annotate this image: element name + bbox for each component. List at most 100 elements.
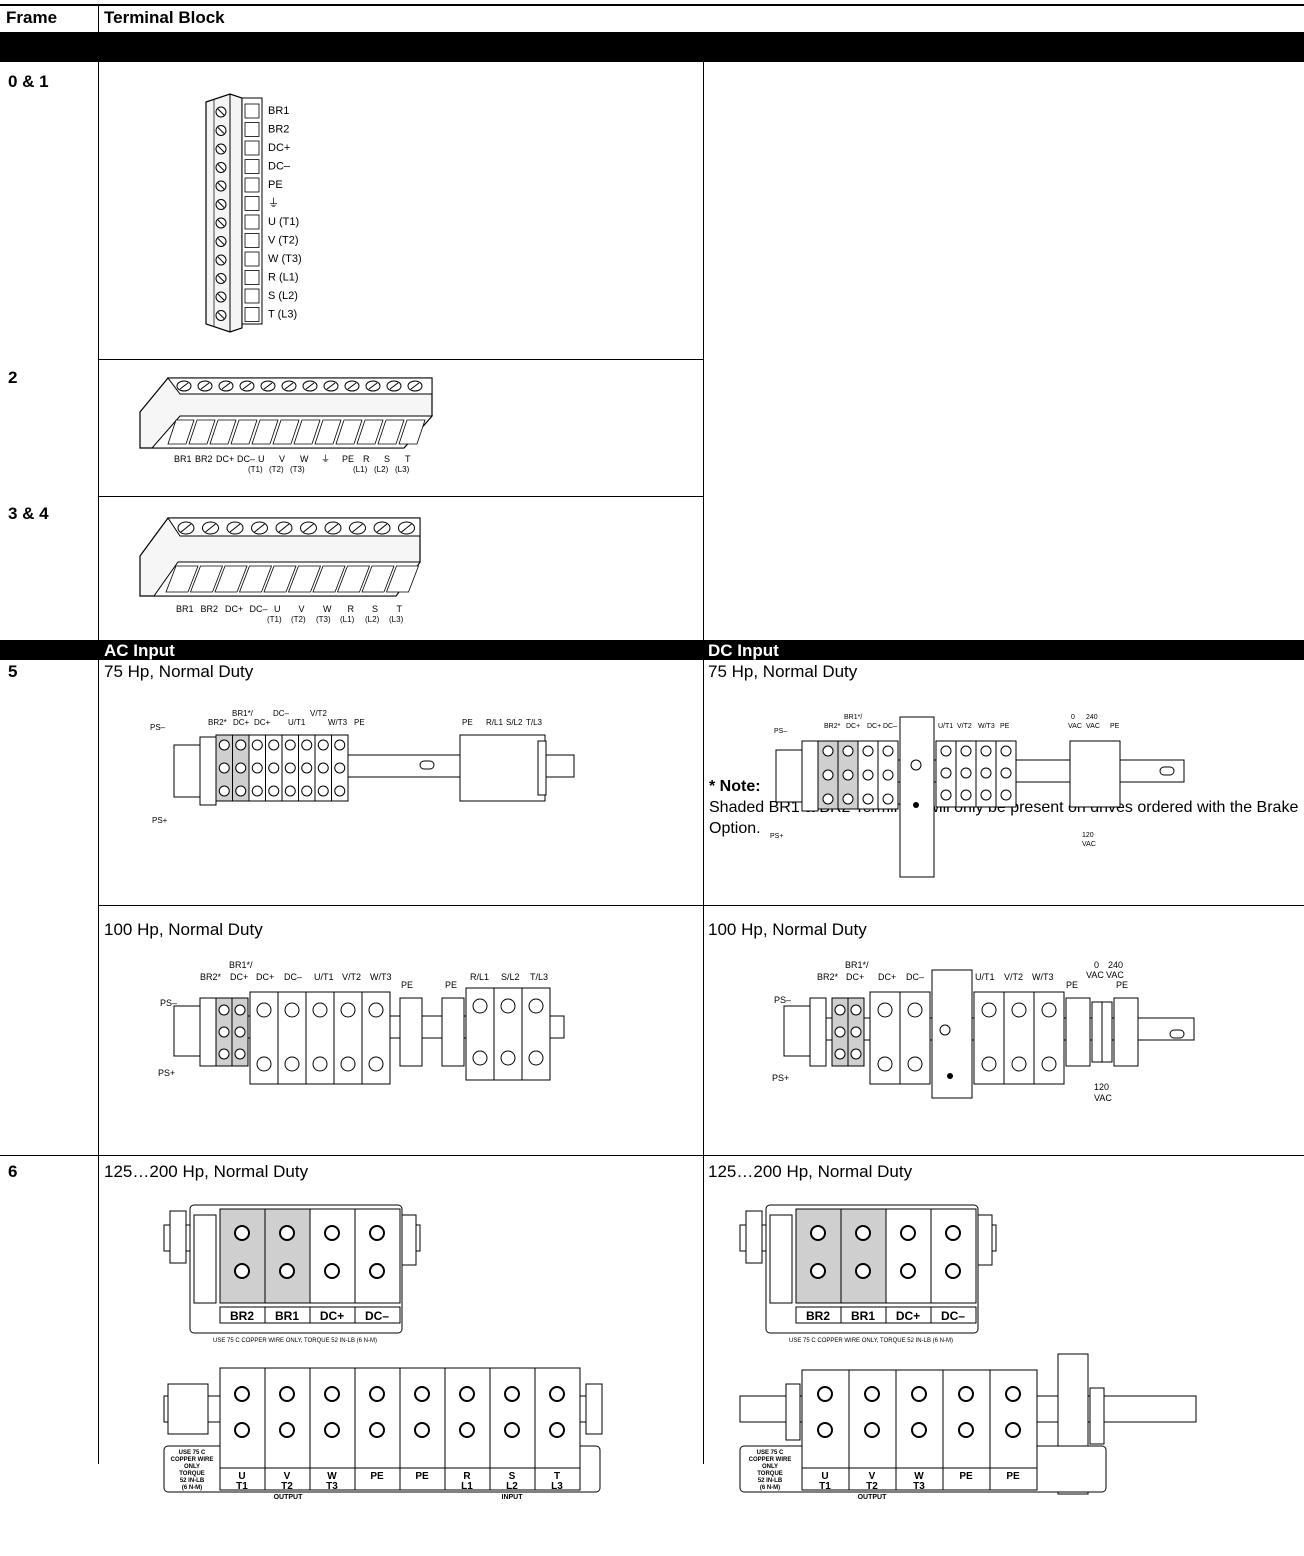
output-label: OUTPUT (274, 1494, 304, 1501)
terminal-sublabel: L2 (506, 1481, 518, 1492)
pe-label: PE (354, 718, 365, 727)
screw-slot-icon (200, 382, 210, 390)
wt3-label: W/T3 (1032, 972, 1054, 982)
terminal-screw-icon (549, 1386, 565, 1402)
terminal-sublabel: L1 (461, 1481, 473, 1492)
screw-slot-icon (278, 523, 290, 533)
frame-label-3-4: 3 & 4 (8, 504, 49, 523)
dcminus-label: DC– (883, 723, 897, 730)
power-terminal (354, 1208, 401, 1304)
terminal-screw-icon (234, 1225, 250, 1241)
terminal-screw-icon (1011, 1056, 1027, 1072)
terminal-screw-icon (850, 1048, 862, 1060)
power-terminal (895, 1369, 944, 1469)
terminal-screw-icon (414, 1422, 430, 1438)
v240-label: 240 (1086, 714, 1098, 721)
terminal-slot (385, 565, 420, 593)
terminal-screw-icon (945, 1263, 961, 1279)
v120-label: 120 (1082, 832, 1094, 839)
terminal-screw-icon (369, 1263, 385, 1279)
ps-plus-label: PS+ (772, 1073, 789, 1083)
terminal-screw-icon (284, 762, 296, 774)
terminal-slot (189, 565, 224, 593)
terminal-screw-icon (279, 1386, 295, 1402)
ps-minus-label: PS– (774, 728, 787, 735)
terminal-screw-icon (834, 1048, 846, 1060)
terminal-label: S (L2) (268, 290, 298, 302)
dcplus2-label: DC+ (867, 723, 881, 730)
pe2-label: PE (462, 718, 473, 727)
wire-note-line: USE 75 C (179, 1450, 206, 1456)
row-rule-1 (99, 359, 703, 360)
power-terminal (840, 1208, 887, 1304)
terminal-screw-icon (334, 762, 346, 774)
screw-slot-icon (217, 256, 225, 264)
terminal-sublabel: (T3) (290, 465, 305, 474)
power-terminal (444, 1367, 491, 1469)
power-terminal (219, 1208, 266, 1304)
pe2-label: PE (1110, 723, 1120, 730)
dcplus2-label: DC+ (256, 972, 274, 982)
terminal-screw-icon (268, 785, 280, 797)
terminal-label: W (327, 1471, 337, 1482)
terminal-slot (167, 419, 195, 445)
terminal-label: BR2 (268, 124, 289, 136)
terminal-screw-icon (340, 1002, 356, 1018)
terminal-sublabel: T2 (866, 1481, 878, 1492)
control-terminal (1091, 1001, 1103, 1063)
screw-slot-icon (389, 382, 399, 390)
terminal-slot (336, 565, 371, 593)
terminal-sublabel: (T2) (291, 615, 306, 624)
terminal-screw-icon (279, 1263, 295, 1279)
screw-slot-icon (229, 523, 241, 533)
terminal-screw-icon (279, 1225, 295, 1241)
terminal-slot (244, 288, 260, 304)
sl2-label: S/L2 (501, 972, 520, 982)
vt2-label: V/T2 (1004, 972, 1023, 982)
wire-note-line: TORQUE (179, 1471, 205, 1477)
output-label: OUTPUT (858, 1494, 888, 1501)
terminal-screw-icon (414, 1386, 430, 1402)
vac1-label: VAC (1086, 970, 1104, 980)
f6-dc-top-note: USE 75 C COPPER WIRE ONLY, TORQUE 52 IN-… (789, 1338, 953, 1344)
terminal-label: V (T2) (268, 235, 299, 247)
terminal-label: R (L1) (268, 272, 299, 284)
terminal-screw-icon (822, 745, 834, 757)
terminal-slot (244, 140, 260, 156)
terminal-slot (244, 196, 260, 211)
screw-slot-icon (217, 127, 225, 134)
terminal-screw-icon (218, 739, 230, 751)
screw-slot-icon (410, 382, 420, 390)
terminal-screw-icon (324, 1386, 340, 1402)
terminal-label: W (T3) (268, 253, 302, 265)
terminal-screw-icon (817, 1386, 833, 1402)
power-terminal (264, 1367, 311, 1469)
terminal-screw-icon (1005, 1422, 1021, 1438)
br1-label: BR1*/ (229, 960, 253, 970)
terminal-label: ⏚ (268, 197, 279, 210)
row-rule-3 (99, 905, 1304, 906)
terminal-screw-icon (268, 762, 280, 774)
frame-label-6: 6 (8, 1162, 18, 1181)
terminal-label: T (397, 604, 403, 614)
power-terminal (885, 1208, 932, 1304)
terminal-screw-icon (234, 1026, 246, 1038)
terminal-label: DC+ (320, 1309, 344, 1323)
terminal-label-box (989, 1467, 1038, 1491)
terminal-screw-icon (256, 1056, 272, 1072)
terminal-screw-icon (324, 1422, 340, 1438)
terminal-slot (244, 251, 260, 267)
terminal-screw-icon (958, 1422, 974, 1438)
diagram-75hp-dc: PS– PS+ BR1*/ BR2* DC+ DC+ DC– U/T1 V/T2… (770, 714, 1185, 878)
terminal-screw-icon (334, 739, 346, 751)
row-rule-2 (99, 496, 703, 497)
terminal-slot (356, 419, 384, 445)
terminal-screw-icon (368, 1002, 384, 1018)
terminal-label: S (384, 454, 390, 464)
pe2-label: PE (1116, 980, 1128, 990)
terminal-screw-icon (218, 1048, 230, 1060)
terminal-screw-icon (459, 1386, 475, 1402)
terminal-screw-icon (334, 785, 346, 797)
br1-label: BR1*/ (844, 714, 862, 721)
